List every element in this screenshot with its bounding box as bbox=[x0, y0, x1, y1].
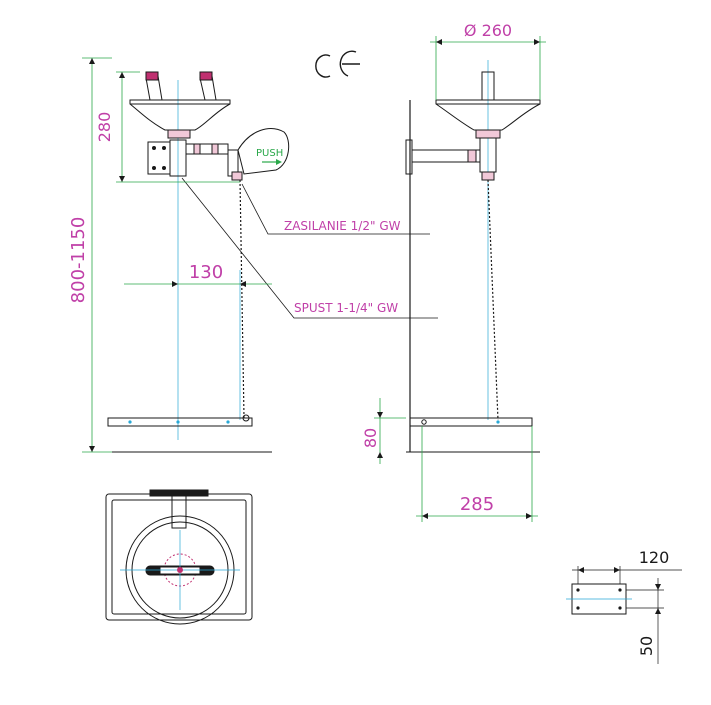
dim-base-height: 80 bbox=[361, 428, 380, 448]
supply-leader bbox=[241, 183, 430, 235]
drain-leader bbox=[181, 177, 438, 319]
top-view bbox=[105, 489, 253, 625]
pedal-chain bbox=[239, 179, 245, 419]
drain-label: SPUST 1-1/4" GW bbox=[294, 301, 398, 315]
dim-plate-width: 120 bbox=[639, 548, 670, 567]
side-arm bbox=[411, 149, 481, 163]
top-wall-bracket bbox=[149, 489, 209, 497]
callout-labels: ZASILANIE 1/2" GW SPUST 1-1/4" GW PUSH bbox=[256, 148, 401, 315]
dim-plate-height: 50 bbox=[637, 636, 656, 656]
dim-pedal-offset: 130 bbox=[189, 262, 223, 283]
dim-overall-height: 800-1150 bbox=[68, 217, 89, 304]
push-label: PUSH bbox=[256, 148, 283, 159]
wall-plate bbox=[405, 139, 413, 175]
front-dimensions bbox=[82, 57, 272, 453]
push-handle[interactable] bbox=[237, 128, 290, 175]
front-base bbox=[107, 417, 253, 427]
bowl-collar bbox=[167, 129, 191, 139]
nozzle-right bbox=[199, 71, 217, 101]
side-bowl bbox=[435, 99, 541, 131]
side-base bbox=[409, 417, 533, 427]
supply-label: ZASILANIE 1/2" GW bbox=[284, 219, 401, 233]
side-chain bbox=[487, 179, 499, 421]
front-bracket bbox=[147, 141, 171, 175]
front-bowl bbox=[129, 99, 231, 131]
plate-dimensions bbox=[572, 566, 682, 664]
ce-mark-symbol bbox=[315, 50, 360, 78]
valve-body bbox=[169, 139, 187, 177]
dim-bowl-height: 280 bbox=[95, 112, 114, 143]
side-dimensions bbox=[374, 36, 546, 522]
dim-bowl-diameter: Ø 260 bbox=[464, 21, 512, 40]
front-view bbox=[107, 71, 438, 453]
dim-base-depth: 285 bbox=[460, 494, 494, 515]
nozzle-left bbox=[145, 71, 163, 101]
plate-detail bbox=[566, 583, 632, 615]
side-view bbox=[405, 60, 541, 453]
dimension-labels: Ø 260 280 800-1150 130 80 285 120 50 bbox=[68, 21, 669, 656]
